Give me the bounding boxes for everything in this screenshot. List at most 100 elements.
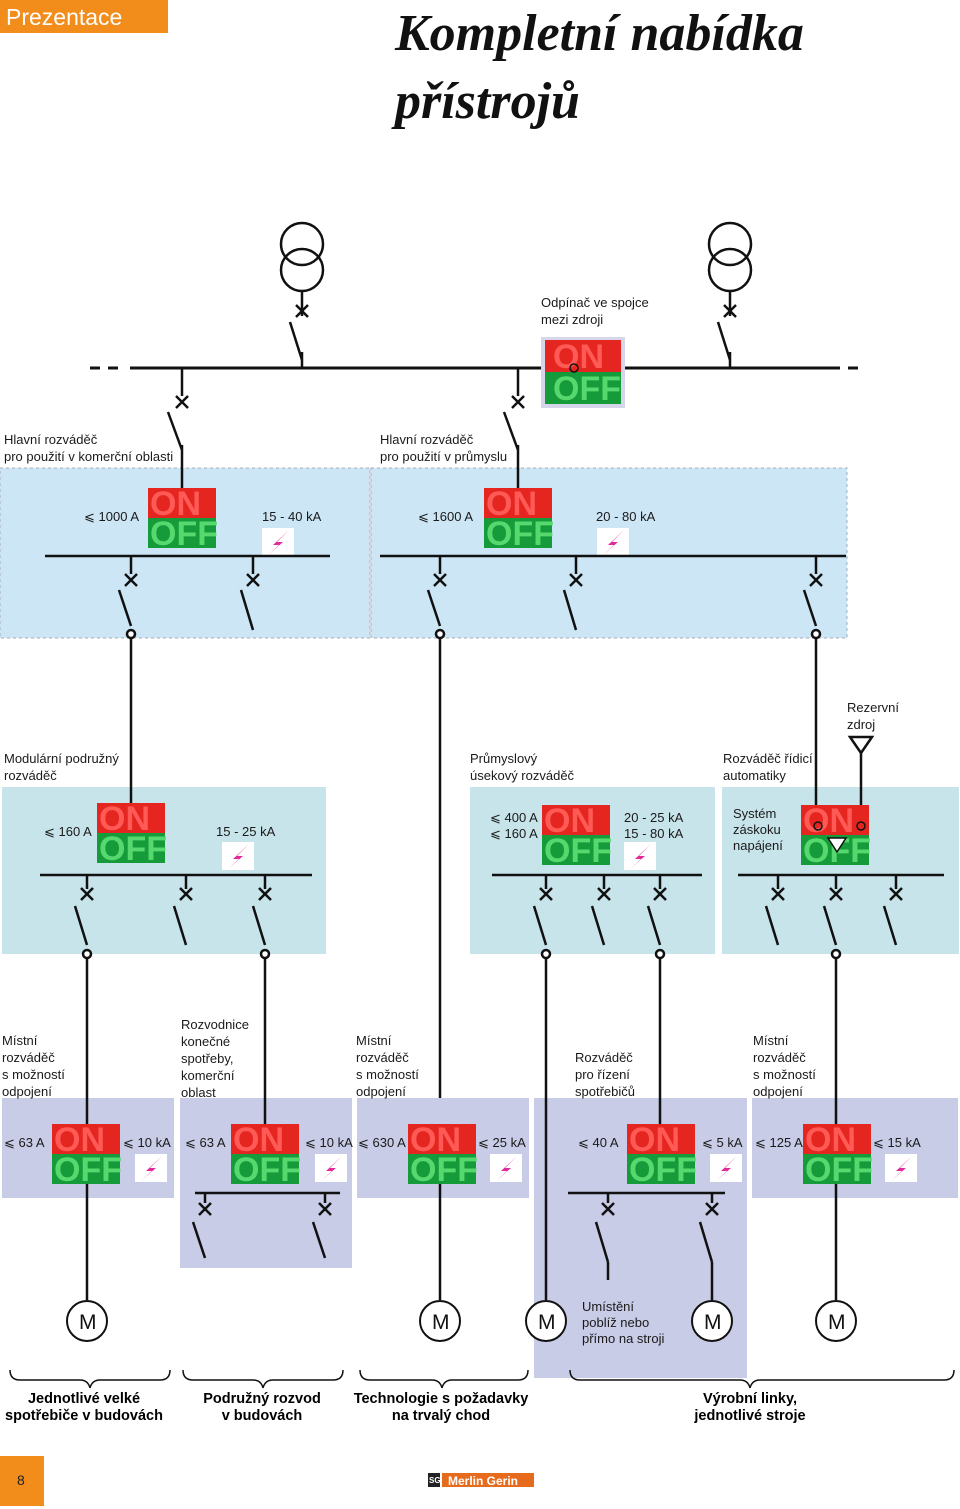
main-left-breaking: 15 - 40 kA [262, 509, 322, 524]
svg-text:OFF: OFF [629, 1151, 697, 1189]
level3-bolt-3-icon [490, 1154, 522, 1182]
svg-text:OFF: OFF [486, 515, 554, 553]
reserve-label-line2: zdroj [847, 717, 875, 732]
level3-label-1: Místní rozváděč s možností odpojení [2, 1033, 65, 1099]
svg-text:Místní: Místní [2, 1033, 38, 1048]
coupler-switch-icon: ON OFF [541, 337, 625, 408]
svg-text:Rozváděč: Rozváděč [575, 1050, 633, 1065]
group-4-line2: jednotlivé stroje [693, 1408, 805, 1424]
level3-breaking-5: ⩽ 15 kA [873, 1135, 921, 1150]
level3-breaking-2: ⩽ 10 kA [305, 1135, 353, 1150]
svg-text:rozváděč: rozváděč [2, 1050, 55, 1065]
svg-text:M: M [79, 1311, 97, 1334]
system-line3: napájení [733, 838, 783, 853]
main-right-breaker-icon: ON OFF [484, 485, 554, 553]
bottom-braces [9, 1369, 955, 1389]
level3-current-1: ⩽ 63 A [4, 1135, 45, 1150]
industrial-bolt-icon [624, 842, 656, 870]
motor-note-line1: Umístění [582, 1299, 634, 1314]
main-left-bolt-icon [262, 528, 294, 556]
motor-note-line2: poblíž nebo [582, 1315, 649, 1330]
group-3-line1: Technologie s požadavky [354, 1391, 529, 1407]
group-1-line1: Jednotlivé velké [28, 1391, 140, 1407]
level3-breaking-4: ⩽ 5 kA [702, 1135, 743, 1150]
level3-breaking-1: ⩽ 10 kA [123, 1135, 171, 1150]
svg-text:OFF: OFF [544, 832, 612, 870]
industrial-current-2: ⩽ 160 A [490, 826, 538, 841]
system-line1: Systém [733, 806, 776, 821]
level3-outgoing-breakers [191, 1193, 719, 1300]
merlin-gerin-logo: SG Merlin Gerin [428, 1473, 534, 1488]
coupler-label-line1: Odpínač ve spojce [541, 295, 649, 310]
svg-text:s možností: s možností [2, 1067, 65, 1082]
svg-text:spotřebičů: spotřebičů [575, 1084, 635, 1099]
industrial-breaking-1: 20 - 25 kA [624, 810, 684, 825]
level3-bolt-1-icon [135, 1154, 167, 1182]
main-right-label-line1: Hlavní rozváděč [380, 432, 474, 447]
svg-text:Místní: Místní [356, 1033, 392, 1048]
svg-text:OFF: OFF [805, 1151, 873, 1189]
main-right-breaking: 20 - 80 kA [596, 509, 656, 524]
motor-2-icon: M [419, 1300, 461, 1342]
reserve-source-icon [847, 735, 875, 810]
motor-5-icon: M [815, 1300, 857, 1342]
modular-label-line1: Modulární podružný [4, 751, 119, 766]
svg-text:ON: ON [803, 802, 854, 840]
svg-text:spotřeby,: spotřeby, [181, 1051, 234, 1066]
main-right-label-line2: pro použití v průmyslu [380, 449, 507, 464]
industrial-breaking-2: 15 - 80 kA [624, 826, 684, 841]
motor-4-icon: M [691, 1300, 733, 1342]
motor-1-icon: M [66, 1300, 108, 1342]
level3-label-2: Rozvodnice konečné spotřeby, komerční ob… [181, 1017, 249, 1100]
svg-text:ON: ON [233, 1121, 284, 1159]
svg-text:pro řízení: pro řízení [575, 1067, 630, 1082]
main-left-breaker-icon: ON OFF [148, 485, 218, 553]
svg-text:SG: SG [429, 1476, 441, 1485]
group-2-line1: Podružný rozvod [203, 1391, 321, 1407]
svg-text:Místní: Místní [753, 1033, 789, 1048]
industrial-breaker-icon: ON OFF [542, 802, 612, 870]
svg-text:OFF: OFF [410, 1151, 478, 1189]
page-title-line1: Kompletní nabídka [394, 5, 804, 62]
section-tab [0, 0, 168, 33]
level3-label-5: Místní rozváděč s možností odpojení [753, 1033, 816, 1099]
transformer-left-breaker [288, 291, 309, 368]
motor-note-line3: přímo na stroji [582, 1331, 664, 1346]
svg-text:oblast: oblast [181, 1085, 216, 1100]
main-left-current: ⩽ 1000 A [84, 509, 139, 524]
modular-label-line2: rozváděč [4, 768, 57, 783]
page-number: 8 [17, 1472, 25, 1488]
transformer-right-icon [707, 221, 753, 293]
svg-text:odpojení: odpojení [2, 1084, 52, 1099]
level3-current-2: ⩽ 63 A [185, 1135, 226, 1150]
level3-busbars [85, 1184, 838, 1300]
industrial-label-line1: Průmyslový [470, 751, 538, 766]
level3-current-5: ⩽ 125 A [755, 1135, 803, 1150]
page-number-box [0, 1456, 44, 1506]
svg-text:M: M [828, 1311, 846, 1334]
main-left-label-line1: Hlavní rozváděč [4, 432, 98, 447]
svg-text:rozváděč: rozváděč [356, 1050, 409, 1065]
system-line2: záskoku [733, 822, 781, 837]
svg-text:ON: ON [486, 485, 537, 523]
modular-current: ⩽ 160 A [44, 824, 92, 839]
svg-text:s možností: s možností [753, 1067, 816, 1082]
svg-text:Rozvodnice: Rozvodnice [181, 1017, 249, 1032]
svg-text:OFF: OFF [553, 370, 621, 408]
level3-label-3: Místní rozváděč s možností odpojení [356, 1033, 419, 1099]
svg-text:M: M [432, 1311, 450, 1334]
svg-text:rozváděč: rozváděč [753, 1050, 806, 1065]
transfer-switch-icon: ON OFF [801, 802, 871, 870]
svg-text:ON: ON [544, 802, 595, 840]
group-1-line2: spotřebiče v budovách [5, 1408, 163, 1424]
svg-text:komerční: komerční [181, 1068, 235, 1083]
page-title-line2: přístrojů [391, 73, 580, 130]
group-4-line1: Výrobní linky, [703, 1391, 797, 1407]
feeder-to-commercial-main [166, 368, 189, 488]
svg-text:odpojení: odpojení [753, 1084, 803, 1099]
